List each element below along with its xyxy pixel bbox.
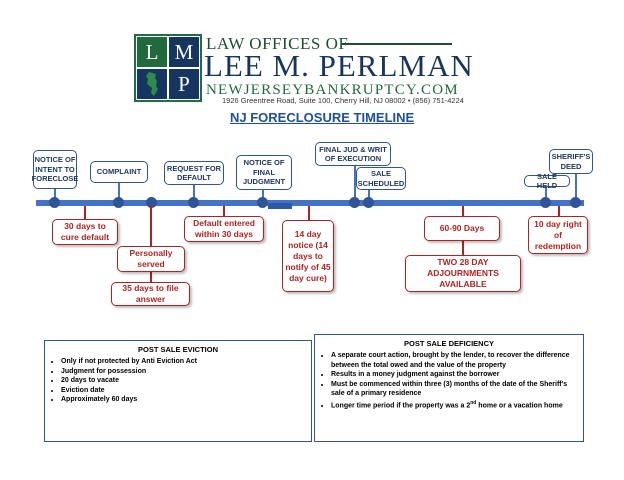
list-item: A separate court action, brought by the … bbox=[331, 351, 577, 370]
connector bbox=[545, 186, 547, 199]
firm-name-prefix: LAW OFFICES OF bbox=[206, 34, 349, 53]
duration-35-days-answer: 35 days to file answer bbox=[111, 282, 190, 306]
connector bbox=[558, 206, 560, 216]
post-sale-deficiency-box: POST SALE DEFICIENCY A separate court ac… bbox=[314, 334, 584, 442]
connector bbox=[150, 206, 152, 246]
connector bbox=[118, 183, 120, 199]
duration-14-day-notice: 14 day notice (14 days to notify of 45 d… bbox=[282, 220, 334, 292]
timeline-dot bbox=[349, 197, 360, 208]
duration-personally-served: Personally served bbox=[117, 246, 185, 272]
timeline-dot bbox=[257, 197, 268, 208]
post-sale-eviction-list: Only if not protected by Anti Eviction A… bbox=[51, 357, 305, 405]
firm-logo: L M P bbox=[134, 34, 202, 102]
timeline-dot bbox=[363, 197, 374, 208]
event-notice-of-final-judgment: NOTICE OF FINAL JUDGMENT bbox=[236, 155, 292, 190]
duration-default-entered: Default entered within 30 days bbox=[184, 216, 264, 242]
connector bbox=[150, 272, 152, 282]
header-rule bbox=[342, 43, 452, 45]
list-item-text: home or a vacation home bbox=[476, 401, 563, 409]
logo-letter-p: P bbox=[169, 69, 199, 99]
logo-letter-m: M bbox=[169, 37, 199, 67]
event-sheriffs-deed: SHERIFF'S DEED bbox=[549, 149, 593, 174]
event-request-for-default: REQUEST FOR DEFAULT bbox=[164, 161, 224, 185]
duration-60-90-days: 60-90 Days bbox=[424, 216, 500, 241]
connector bbox=[368, 190, 370, 199]
list-item: Eviction date bbox=[61, 386, 305, 396]
event-sale-scheduled: SALE SCHEDULED bbox=[356, 167, 406, 190]
list-item: Judgment for possession bbox=[61, 367, 305, 377]
timeline-dot bbox=[188, 197, 199, 208]
logo-letter-l: L bbox=[137, 37, 167, 67]
post-sale-deficiency-list: A separate court action, brought by the … bbox=[321, 351, 577, 410]
event-notice-of-intent: NOTICE OF INTENT TO FORECLOSE bbox=[32, 150, 78, 189]
list-item: 20 days to vacate bbox=[61, 376, 305, 386]
list-item: Must be commenced within three (3) month… bbox=[331, 380, 577, 399]
connector bbox=[462, 206, 464, 216]
timeline-dot bbox=[540, 197, 551, 208]
timeline-dot bbox=[146, 197, 157, 208]
timeline-bar bbox=[36, 200, 584, 206]
connector bbox=[54, 189, 56, 199]
timeline-segment-highlight bbox=[268, 203, 292, 209]
connector bbox=[193, 185, 195, 199]
connector bbox=[354, 166, 356, 199]
connector bbox=[575, 174, 577, 199]
event-complaint: COMPLAINT bbox=[90, 161, 148, 183]
logo-nj-state-icon bbox=[137, 69, 167, 99]
duration-10-day-redemption: 10 day right of redemption bbox=[528, 216, 588, 254]
post-sale-eviction-box: POST SALE EVICTION Only if not protected… bbox=[44, 340, 312, 442]
list-item-text: Longer time period if the property was a… bbox=[331, 401, 471, 409]
timeline-dot bbox=[113, 197, 124, 208]
duration-30-days-cure: 30 days to cure default bbox=[52, 219, 118, 245]
connector bbox=[462, 241, 464, 255]
duration-two-adjournments: TWO 28 DAY ADJOURNMENTS AVAILABLE bbox=[405, 255, 521, 292]
list-item: Longer time period if the property was a… bbox=[331, 399, 577, 411]
list-item: Only if not protected by Anti Eviction A… bbox=[61, 357, 305, 367]
post-sale-eviction-heading: POST SALE EVICTION bbox=[137, 345, 218, 354]
page-title: NJ FORECLOSURE TIMELINE bbox=[230, 110, 415, 125]
connector bbox=[84, 206, 86, 219]
timeline-dot bbox=[570, 197, 581, 208]
event-final-judgment-writ: FINAL JUD & WRIT OF EXECUTION bbox=[315, 142, 391, 166]
firm-address: 1926 Greentree Road, Suite 100, Cherry H… bbox=[222, 96, 464, 105]
connector bbox=[308, 206, 310, 220]
event-sale-held: SALE HELD bbox=[524, 172, 570, 190]
firm-website: NEWJERSEYBANKRUPTCY.COM bbox=[206, 82, 459, 98]
post-sale-deficiency-heading: POST SALE DEFICIENCY bbox=[403, 339, 494, 348]
timeline-dot bbox=[49, 197, 60, 208]
firm-name: LEE M. PERLMAN bbox=[204, 48, 474, 83]
connector bbox=[262, 190, 264, 199]
connector bbox=[223, 206, 225, 216]
list-item: Approximately 60 days bbox=[61, 395, 305, 405]
list-item: Results in a money judgment against the … bbox=[331, 370, 577, 380]
list-item-superscript: nd bbox=[470, 399, 477, 406]
